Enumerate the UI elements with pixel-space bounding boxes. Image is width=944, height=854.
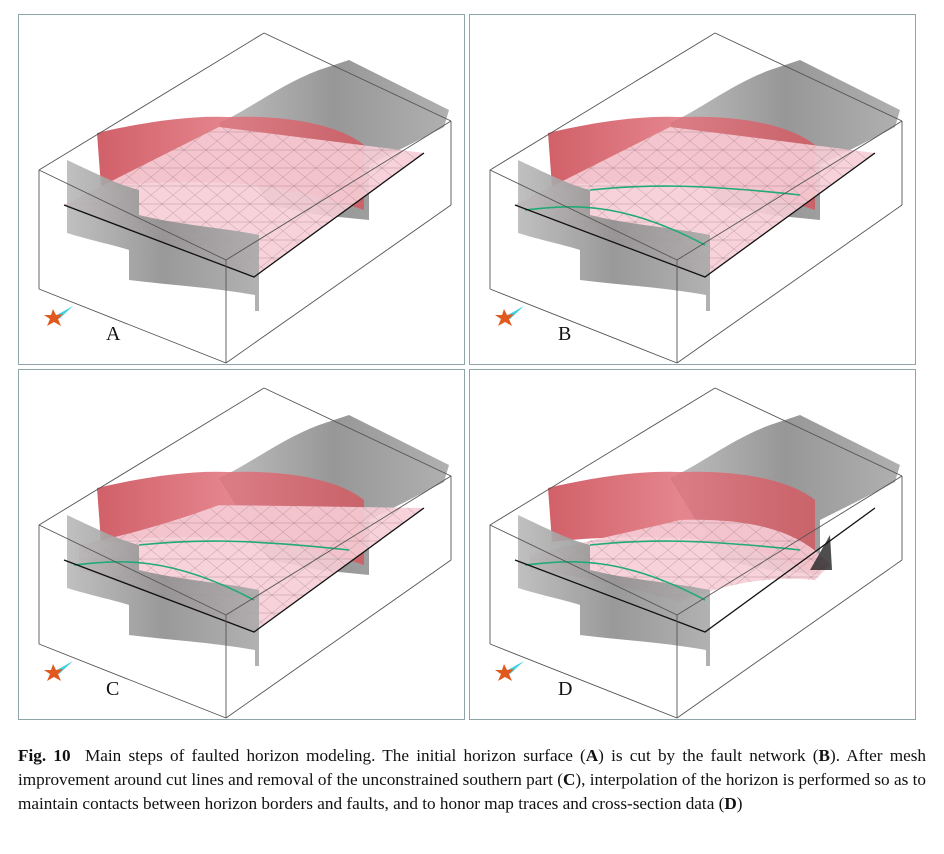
caption-text-2: ) is cut by the fault network (	[598, 746, 819, 765]
horizon-edge	[514, 507, 876, 633]
bounding-box-edge	[676, 475, 903, 616]
figure-caption: Fig. 10 Main steps of faulted horizon mo…	[18, 744, 926, 816]
horizon-mesh	[515, 127, 875, 277]
block-diagram-c	[38, 387, 452, 719]
bounding-box-edge	[676, 559, 903, 719]
bounding-box-edge	[38, 387, 265, 526]
bounding-box-edge	[225, 204, 452, 364]
panel-label-c: C	[106, 678, 120, 700]
panel-b: B	[469, 14, 916, 365]
block-diagram-b	[489, 32, 903, 364]
compass-star-orange	[495, 309, 514, 326]
bounding-box-edge	[38, 288, 227, 364]
horizon-edge	[514, 152, 876, 278]
fault-cut-line	[524, 540, 801, 601]
fault-cut-line	[524, 185, 801, 246]
block-diagram-a	[38, 32, 452, 364]
panel-d: D	[469, 369, 916, 720]
caption-text-3: ). After mesh improvement around cut lin…	[18, 746, 926, 789]
caption-ref-d: D	[724, 794, 737, 813]
bounding-box-edge	[38, 524, 227, 616]
horizon-mesh	[79, 505, 424, 632]
caption-fig-label: Fig. 10	[18, 746, 71, 765]
bounding-box-edge	[263, 387, 452, 477]
bounding-box-edge	[225, 120, 452, 261]
bounding-box-edge	[714, 387, 903, 477]
bounding-box-edge	[714, 32, 903, 122]
horizon-edge	[63, 507, 425, 633]
block-diagram-d	[489, 387, 903, 719]
fault-surface-front	[67, 515, 259, 666]
compass-star-orange	[495, 664, 514, 681]
horizon-mesh	[64, 127, 424, 277]
bounding-box-edge	[489, 32, 716, 171]
fault-surface-front	[518, 160, 710, 311]
panel-a: A	[18, 14, 465, 365]
caption-text-1: Main steps of faulted horizon modeling. …	[84, 746, 586, 765]
caption-ref-b: B	[818, 746, 830, 765]
bounding-box-edge	[489, 169, 678, 261]
panel-label-b: B	[558, 323, 572, 345]
panel-c: C	[18, 369, 465, 720]
bounding-box-edge	[38, 643, 227, 719]
horizon-edge	[63, 152, 425, 278]
compass-star-orange	[44, 309, 63, 326]
fault-surface-front	[518, 515, 710, 666]
caption-text-5: )	[736, 794, 743, 813]
fault-surface-front	[67, 160, 259, 311]
bounding-box-edge	[38, 32, 265, 171]
bounding-box-edge	[489, 288, 678, 364]
panel-label-a: A	[106, 323, 121, 345]
fault-cut-line	[73, 540, 350, 601]
compass-star-orange	[44, 664, 63, 681]
bounding-box-edge	[489, 387, 716, 526]
bounding-box-edge	[38, 169, 227, 261]
bounding-box-edge	[489, 524, 678, 616]
panel-label-d: D	[558, 678, 573, 700]
bounding-box-edge	[676, 120, 903, 261]
bounding-box-edge	[225, 475, 452, 616]
bounding-box-edge	[489, 643, 678, 719]
bounding-box-edge	[225, 559, 452, 719]
bounding-box-edge	[263, 32, 452, 122]
caption-text-4: ), interpolation of the horizon is perfo…	[18, 770, 926, 813]
bounding-box-edge	[676, 204, 903, 364]
caption-ref-a: A	[585, 746, 599, 765]
caption-ref-c: C	[562, 770, 576, 789]
